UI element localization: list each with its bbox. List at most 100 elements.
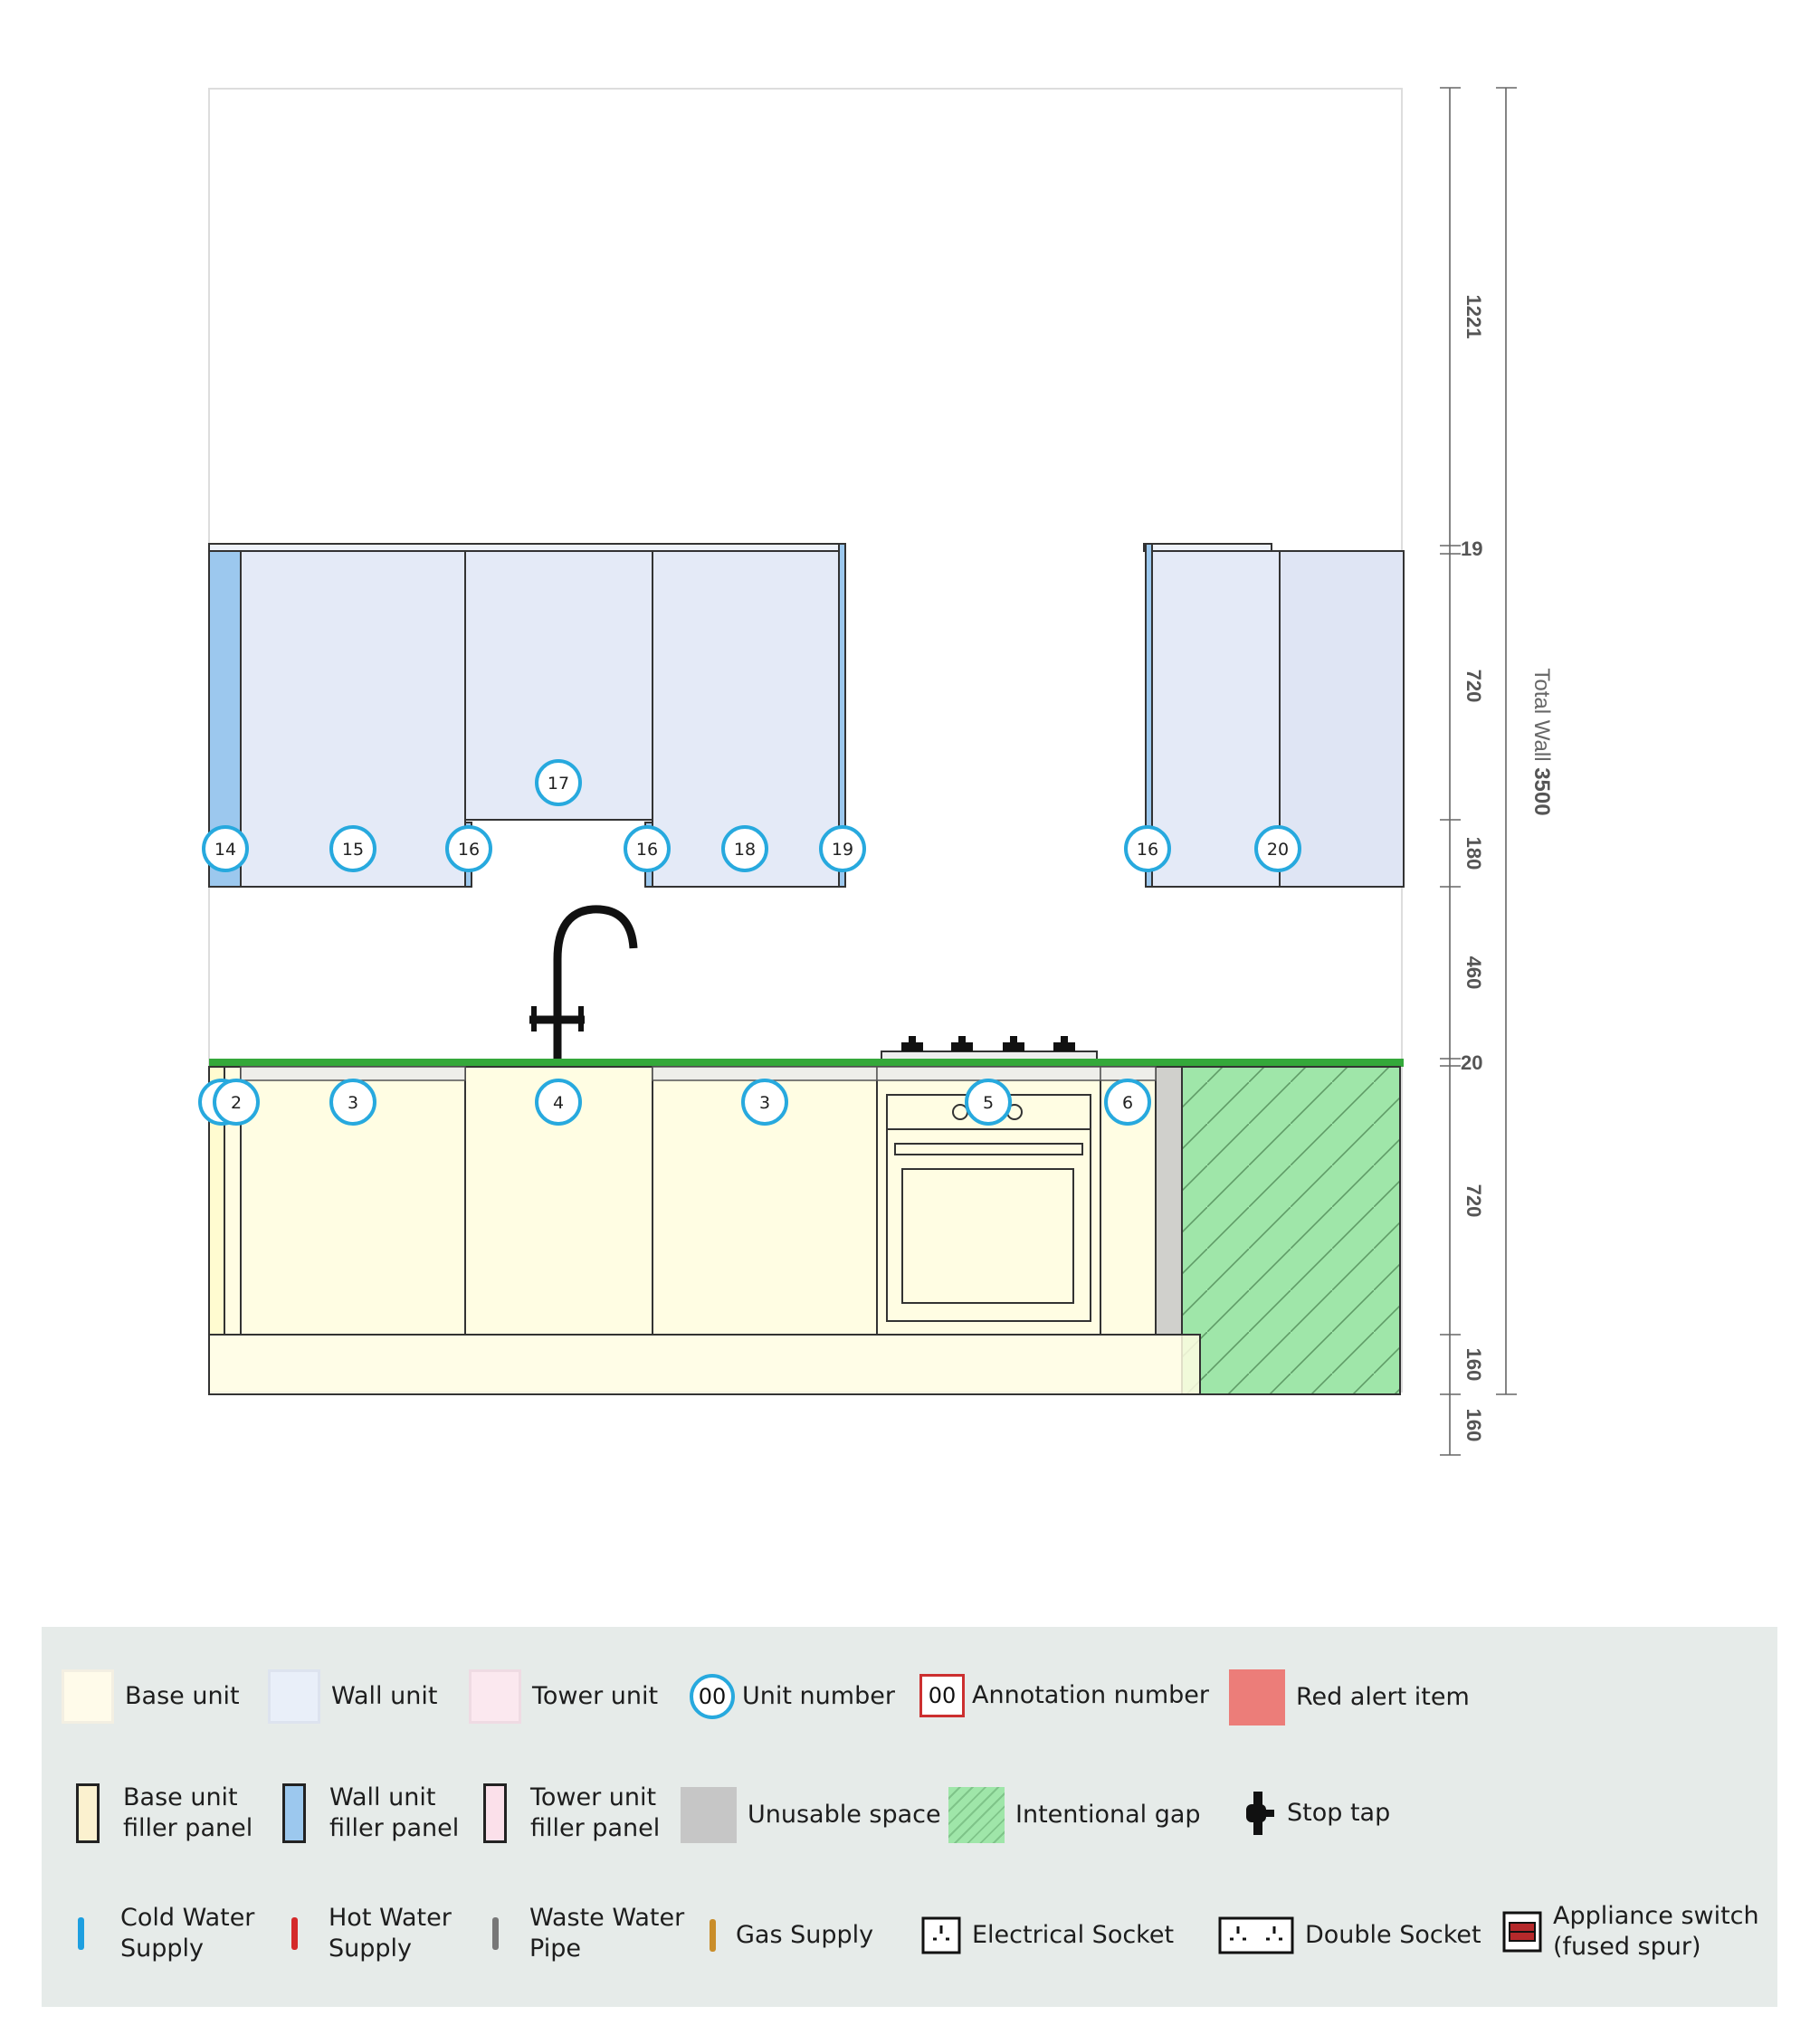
legend-waste-water: Waste Water Pipe [492, 1903, 684, 1964]
unit-number-badge[interactable]: 3 [329, 1079, 376, 1126]
gas-line [710, 1919, 716, 1952]
base-units [208, 1066, 1401, 1395]
dim-160-a: 160 [1462, 1348, 1485, 1382]
unit-number-badge-ring [202, 825, 249, 872]
unit-number-badge[interactable]: 4 [535, 1079, 582, 1126]
kitchen-elevation-drawing: 1415161716181916201234356 1221 19 720 18… [198, 87, 1554, 1456]
legend-tower-unit-label: Tower unit [532, 1682, 659, 1710]
legend-gap-label: Intentional gap [1015, 1801, 1201, 1829]
legend-base-unit: Base unit [62, 1669, 240, 1724]
legend-socket-label: Electrical Socket [972, 1921, 1175, 1949]
unit-number-badge[interactable]: 18 [721, 825, 768, 872]
unit-number-label: 15 [342, 840, 364, 860]
unit-number-badge[interactable]: 16 [624, 825, 671, 872]
legend-hot-water-label: Hot Water Supply [329, 1904, 452, 1963]
wall-unit-end[interactable] [1279, 550, 1405, 888]
unit-number-badge-ring [329, 825, 376, 872]
waste-water-line [492, 1917, 499, 1950]
worktop [209, 1059, 1404, 1067]
unit-number-badge[interactable]: 2 [213, 1079, 260, 1126]
unit-number-label: 6 [1122, 1093, 1133, 1113]
unit-number-label: 18 [734, 840, 756, 860]
wall-pelmet-right [1143, 543, 1272, 552]
legend-socket: Electrical Socket [921, 1916, 1174, 1954]
unit-number-label: 20 [1267, 840, 1289, 860]
unit-number-badge[interactable]: 16 [1124, 825, 1171, 872]
socket-icon [921, 1916, 961, 1954]
legend-annotation-number-label: Annotation number [972, 1681, 1210, 1709]
dim-460: 460 [1462, 956, 1485, 990]
unit-number-label: 16 [636, 840, 658, 860]
unit-number-badges: 1415161716181916201234356 [198, 759, 1301, 1126]
unit-number-badge[interactable]: 20 [1254, 825, 1301, 872]
unit-number-badge[interactable]: 6 [1104, 1079, 1151, 1126]
legend-tower-filler: Tower unit filler panel [483, 1783, 660, 1844]
unit-number-badge[interactable]: 14 [202, 825, 249, 872]
unit-number-badge[interactable]: 3 [741, 1079, 788, 1126]
unit-number-badge[interactable]: 17 [535, 759, 582, 806]
unit-number-badge[interactable]: 16 [445, 825, 492, 872]
total-wall-label: Total Wall 3500 [1529, 668, 1554, 815]
legend-gas-label: Gas Supply [736, 1921, 874, 1949]
intentional-gap [1181, 1066, 1401, 1395]
tower-filler-swatch [483, 1783, 507, 1843]
unusable-space [1155, 1066, 1183, 1336]
unit-number-label: 16 [458, 840, 480, 860]
legend-red-alert: Red alert item [1229, 1669, 1470, 1726]
unit-number-badge[interactable]: 19 [819, 825, 866, 872]
unit-number-badge-ring [213, 1079, 260, 1126]
legend-gas: Gas Supply [710, 1919, 873, 1952]
wall-filler-swatch [282, 1783, 306, 1843]
legend-red-alert-label: Red alert item [1296, 1683, 1470, 1711]
dim-720-base: 720 [1462, 1184, 1485, 1218]
unit-number-label: 3 [759, 1093, 770, 1113]
unit-number-badge-ring [741, 1079, 788, 1126]
tower-unit-swatch [469, 1669, 521, 1724]
legend-tower-unit: Tower unit [469, 1669, 658, 1724]
unit-number-badge-ring [1124, 825, 1171, 872]
legend-unusable: Unusable space [681, 1787, 941, 1843]
unit-number-badge-ring [1254, 825, 1301, 872]
base-unit-swatch [62, 1669, 114, 1724]
legend-unusable-label: Unusable space [748, 1801, 941, 1829]
legend-double-socket-label: Double Socket [1305, 1921, 1481, 1949]
wall-filler-19[interactable] [838, 543, 846, 888]
legend-cold-water-label: Cold Water Supply [120, 1904, 255, 1963]
legend-stop-tap: Stop tap [1240, 1792, 1390, 1835]
dim-180: 180 [1462, 837, 1485, 870]
legend-panel: Base unit Wall unit Tower unit 00 Unit n… [42, 1627, 1777, 2007]
legend-base-unit-label: Base unit [125, 1682, 240, 1710]
tap-icon [529, 905, 638, 1059]
unit-number-badge-ring [1104, 1079, 1151, 1126]
legend-wall-filler: Wall unit filler panel [282, 1783, 459, 1844]
dim-20: 20 [1461, 1051, 1482, 1074]
unit-number-label: 3 [348, 1093, 358, 1113]
unit-number-badge-ring [624, 825, 671, 872]
dim-720-wall: 720 [1462, 670, 1485, 703]
plinth [208, 1334, 1201, 1395]
dimension-lines [1440, 87, 1517, 1456]
unit-number-badge-ring [535, 1079, 582, 1126]
unit-number-badge[interactable]: 5 [965, 1079, 1012, 1126]
unit-number-badge-ring [965, 1079, 1012, 1126]
dim-160-b: 160 [1462, 1409, 1485, 1442]
legend-waste-water-label: Waste Water Pipe [529, 1904, 685, 1963]
unit-number-badge-ring [535, 759, 582, 806]
wall-units [208, 543, 1405, 888]
unit-number-label: 5 [983, 1093, 994, 1113]
wall-pelmet-left [208, 543, 841, 552]
stop-tap-icon [1246, 1792, 1274, 1835]
double-socket-icon [1218, 1916, 1294, 1954]
gap-swatch [948, 1787, 1005, 1843]
appliance-switch-icon [1502, 1911, 1542, 1953]
legend-appliance-switch: Appliance switch (fused spur) [1502, 1901, 1759, 1963]
dim-1221: 1221 [1462, 295, 1485, 339]
unit-number-label: 4 [553, 1093, 564, 1113]
legend-cold-water: Cold Water Supply [78, 1903, 254, 1964]
legend-unit-number-label: Unit number [742, 1682, 895, 1710]
unit-number-badge-ring [721, 825, 768, 872]
unit-number-badge[interactable]: 15 [329, 825, 376, 872]
unit-number-badge-ring [329, 1079, 376, 1126]
wall-unit-swatch [268, 1669, 320, 1724]
unit-number-label: 2 [231, 1093, 242, 1113]
